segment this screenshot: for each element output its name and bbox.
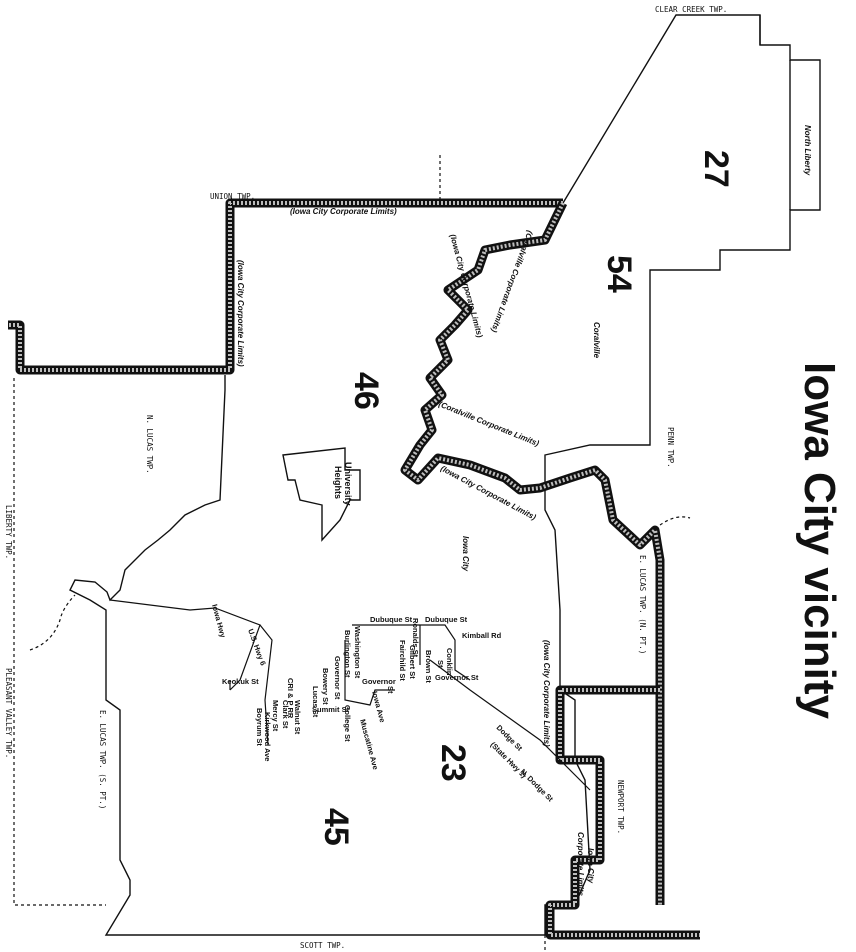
label-e-lucas-twp-s: E. LUCAS TWP. (S. PT.) [98, 710, 107, 809]
label-ic-limits-left: (Iowa City Corporate Limits) [236, 260, 245, 367]
street-ronalds: Ronalds St [411, 618, 420, 658]
street-college: College St [343, 705, 352, 742]
street-bowery: Bowery St [321, 668, 330, 705]
street-conklin-2: St [436, 660, 445, 668]
iowa-city-east-limits [545, 685, 700, 940]
township-line-east [659, 516, 691, 526]
label-e-lucas-twp-n: E. LUCAS TWP. (N. PT.) [638, 555, 647, 654]
label-ic-corner-2: Corporate Limits [576, 832, 585, 897]
label-coralville: Coralville [592, 322, 601, 359]
label-cor-limits-b: (Coralville Corporate Limits) [437, 400, 540, 449]
street-burlington: Burlington St [343, 630, 352, 678]
street-governor-1: Governor St [435, 673, 479, 682]
label-ic-corner-1: Iowa City [586, 848, 595, 884]
label-heights: Heights [333, 466, 343, 499]
street-gilbert: Gilbert St [408, 645, 417, 679]
university-heights-boundary [282, 447, 361, 542]
street-conklin: Conklin [445, 648, 454, 676]
label-newport-twp: NEWPORT TWP. [616, 780, 625, 834]
street-clark: Clark St [281, 700, 290, 729]
district-27: 27 [697, 150, 735, 188]
label-scott-twp: SCOTT TWP. [300, 941, 345, 950]
street-governor-3: Governor [362, 677, 396, 686]
north-liberty-edge [759, 15, 791, 210]
label-ic-limits-right: (Iowa City Corporate Limits) [542, 640, 551, 747]
label-pleasant-valley-twp: PLEASANT VALLEY TWP. [4, 668, 13, 758]
street-washington: Washington St [353, 626, 362, 679]
label-iowa-city: Iowa City [461, 536, 470, 572]
township-line-west [13, 378, 106, 906]
street-governor-3b: St [386, 686, 395, 694]
district-46: 46 [347, 372, 385, 410]
street-network [109, 599, 591, 791]
label-university: University [343, 462, 353, 506]
label-n-lucas-twp: N. LUCAS TWP. [145, 415, 154, 474]
street-walnut: Walnut St [293, 700, 302, 735]
street-muscatine: Muscatine Ave [358, 718, 380, 771]
iowa-city-corporate-limits [8, 198, 563, 375]
street-fairchild: Fairchild St [398, 640, 407, 681]
street-kirkwood: Kirkwood Ave [263, 712, 272, 761]
label-liberty-twp: LIBERTY TWP. [4, 505, 13, 559]
street-us-hwy: U.S. Hwy 6 [246, 628, 268, 667]
street-summit: Summit St [312, 705, 350, 714]
street-iowa-hwy: Iowa Hwy [210, 603, 228, 639]
street-iowa-ave: Iowa Ave [370, 690, 387, 723]
street-kimball: Kimball Rd [462, 631, 502, 640]
label-north-liberty: North Liberty [803, 125, 812, 176]
street-governor-2: Governor St [333, 656, 342, 700]
township-line-liberty [29, 594, 76, 651]
label-penn-twp: PENN TWP. [666, 427, 675, 468]
district-23: 23 [434, 744, 472, 782]
street-keokuk: Keokuk St [222, 677, 259, 686]
street-mercy: Mercy St [271, 700, 280, 732]
label-union-twp: UNION TWP. [210, 192, 255, 201]
street-dubuque-1: Dubuque St [370, 615, 413, 624]
coralville-corporate-limits [400, 201, 665, 905]
label-clear-creek-twp: CLEAR CREEK TWP. [655, 5, 727, 14]
street-dubuque-2: Dubuque St [425, 615, 468, 624]
map-title: Iowa City vicinity [795, 362, 844, 720]
district-45: 45 [317, 808, 355, 846]
label-ic-limits-top: (Iowa City Corporate Limits) [290, 207, 397, 216]
street-lucas: Lucas St [311, 686, 320, 718]
street-boyrum: Boyrum St [255, 708, 264, 746]
street-crip: CRI & P RR [286, 678, 295, 719]
street-brown: Brown St [424, 650, 433, 683]
street-n-dodge: N. Dodge St [519, 767, 556, 804]
district-54: 54 [600, 255, 638, 293]
